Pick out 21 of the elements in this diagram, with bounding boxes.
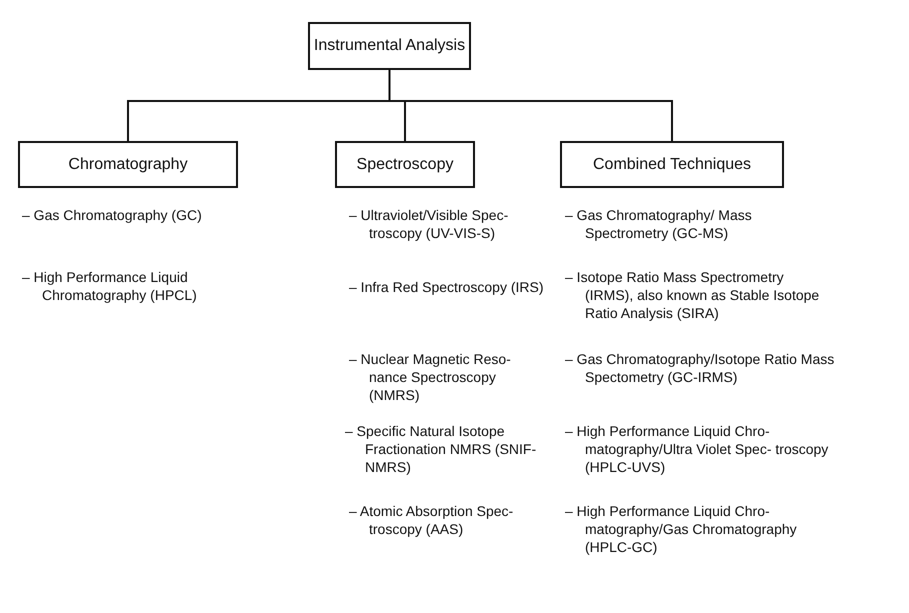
category-box xyxy=(560,141,784,188)
list-item: – Gas Chromatography/Isotope Ratio Mass Spectometry (GC-IRMS) xyxy=(565,350,835,386)
box-title: Instrumental Analysis xyxy=(314,37,466,55)
box-title: Chromatography xyxy=(68,156,188,174)
list-item: – High Performance Liquid Chro- matography/Ultra Violet Spec- troscopy (HPLC-UVS) xyxy=(565,422,830,476)
list-item: – Specific Natural Isotope Fractionation NMRS (SNIF-NMRS) xyxy=(345,422,538,476)
root-box xyxy=(308,22,471,70)
connector-line xyxy=(388,70,673,141)
list-item: – High Performance Liquid Chromatography (HPCL) xyxy=(22,268,198,304)
list-item: – Atomic Absorption Spec- troscopy (AAS) xyxy=(349,502,514,538)
list-item: – High Performance Liquid Chro- matography/Gas Chromatography (HPLC-GC) xyxy=(565,502,798,556)
box-title: Combined Techniques xyxy=(592,156,752,174)
box-title: Spectroscopy xyxy=(356,156,454,174)
list-item: – Ultraviolet/Visible Spec- troscopy (UV-VIS-S) xyxy=(349,206,510,242)
list-item: – Infra Red Spectroscopy (IRS) xyxy=(349,278,545,296)
list-item: – Gas Chromatography (GC) xyxy=(22,206,203,224)
category-box xyxy=(18,141,238,188)
category-box xyxy=(335,141,475,188)
list-item: – Gas Chromatography/ Mass Spectrometry (GC-MS) xyxy=(565,206,753,242)
list-item: – Nuclear Magnetic Reso- nance Spectroscopy (NMRS) xyxy=(349,350,512,404)
list-item: – Isotope Ratio Mass Spectrometry (IRMS), also known as Stable Isotope Ratio Analysis (SIRA) xyxy=(565,268,820,322)
